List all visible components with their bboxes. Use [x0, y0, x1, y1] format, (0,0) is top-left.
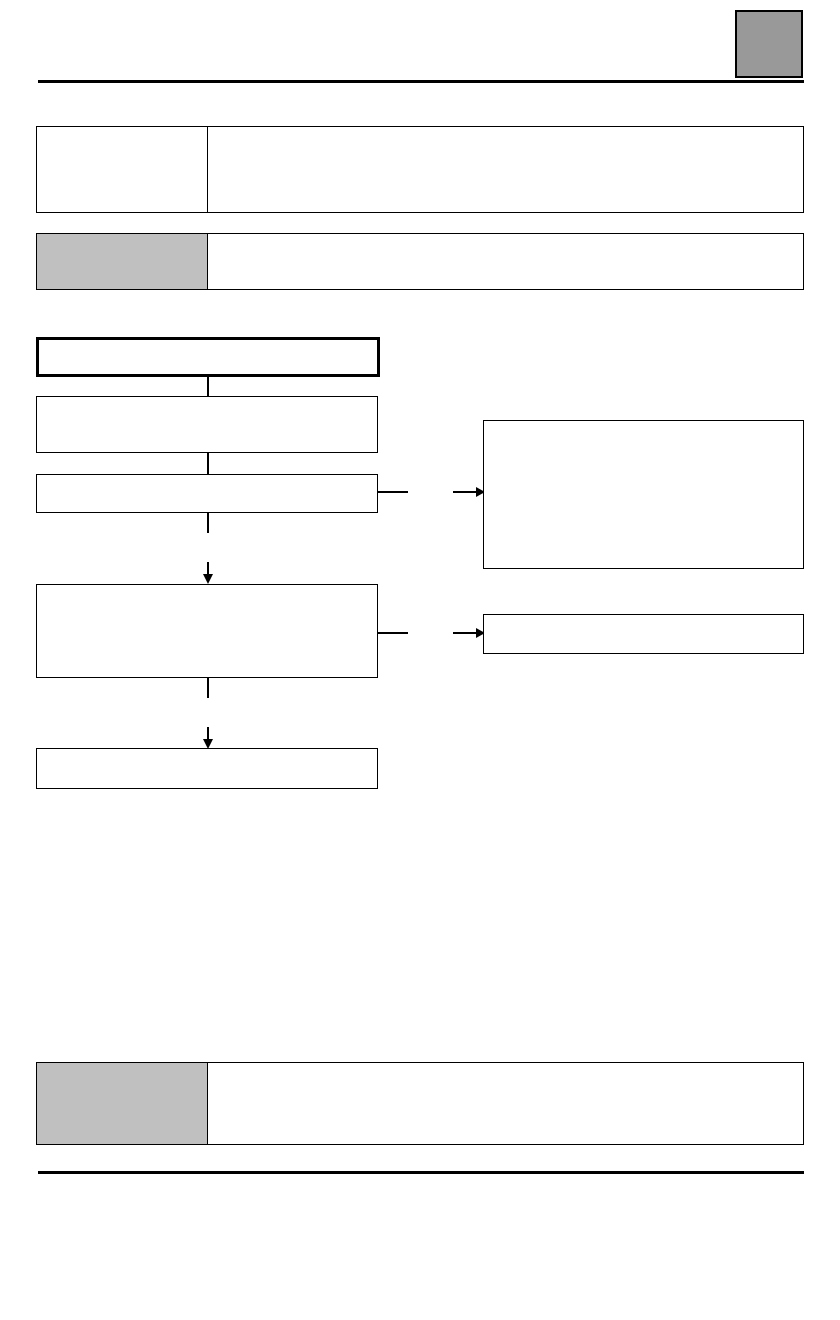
flow-result-upper-text	[484, 421, 803, 433]
connector-step3-right-a	[378, 632, 408, 634]
flow-step3-text	[37, 585, 377, 597]
chapter-tab-marker	[735, 10, 803, 78]
footer-table-row	[36, 1062, 804, 1145]
connector-step1-step2	[207, 453, 209, 475]
flow-step1-box	[36, 396, 378, 453]
flow-end-box	[36, 748, 378, 789]
info-row-1	[36, 126, 804, 213]
flow-result-lower-text	[484, 615, 803, 627]
flow-end-text	[37, 749, 377, 761]
flow-step3-box	[36, 584, 378, 678]
flow-start-box	[36, 337, 380, 377]
connector-step2-right-b	[453, 491, 477, 493]
flow-result-upper-box	[483, 420, 804, 569]
connector-step2-down-b	[207, 562, 209, 576]
info-row-2-label	[37, 234, 208, 289]
arrowhead-step3-down	[203, 739, 213, 749]
footer-table-content-text	[208, 1063, 803, 1075]
connector-step3-down-b	[207, 727, 209, 741]
connector-start-step1	[207, 377, 209, 397]
footer-rule	[38, 1171, 804, 1174]
footer-table-content	[208, 1063, 803, 1144]
flow-result-lower-box	[483, 614, 804, 654]
arrowhead-step3-right	[476, 628, 485, 638]
info-row-1-label	[37, 127, 208, 212]
arrowhead-step2-right	[476, 487, 485, 497]
info-row-2	[36, 233, 804, 290]
header-rule	[38, 80, 804, 83]
connector-step2-right-a	[378, 491, 408, 493]
footer-table-label-text	[37, 1063, 207, 1075]
footer-table-label	[37, 1063, 208, 1144]
connector-step3-right-b	[453, 632, 477, 634]
connector-step2-down-a	[207, 513, 209, 533]
connector-step3-down-a	[207, 678, 209, 698]
flow-step2-box	[36, 474, 378, 513]
arrowhead-step2-down	[203, 574, 213, 584]
